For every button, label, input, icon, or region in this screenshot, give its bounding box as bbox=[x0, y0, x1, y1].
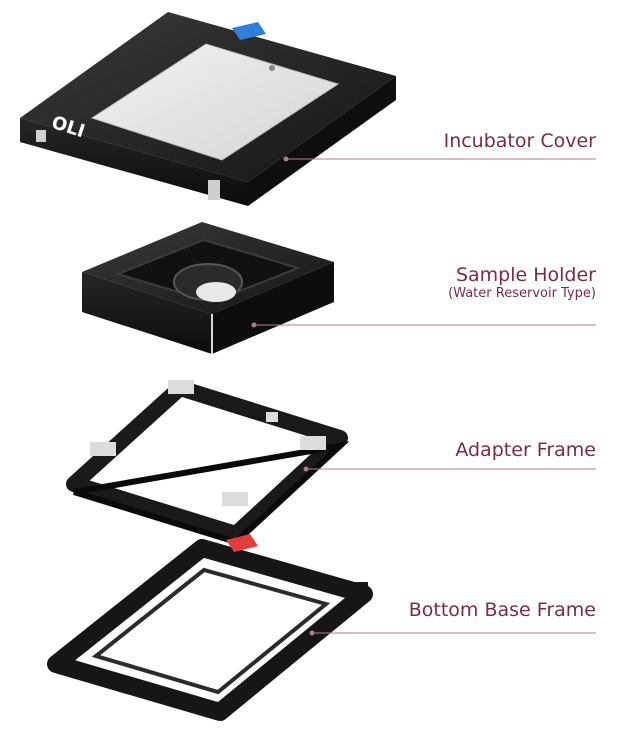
label-bottom-base-frame: Bottom Base Frame bbox=[408, 599, 596, 621]
bottom-base-frame-part bbox=[47, 534, 373, 721]
leader-dot-incubator-cover bbox=[283, 156, 289, 162]
base-red-tab bbox=[226, 534, 258, 552]
sample-holder-part bbox=[82, 222, 334, 354]
callout-adapter-frame: Adapter Frame bbox=[455, 439, 596, 461]
holder-center-glass bbox=[196, 282, 236, 302]
cover-foot-left bbox=[36, 130, 46, 142]
adapter-clip-bottom bbox=[222, 492, 248, 506]
adapter-clip-left bbox=[90, 442, 116, 456]
adapter-clip-mid bbox=[266, 412, 278, 422]
cover-right-side bbox=[248, 76, 396, 206]
base-inner-rail bbox=[91, 567, 331, 695]
adapter-outer-frame bbox=[66, 380, 348, 542]
cover-glass-window bbox=[90, 43, 340, 161]
adapter-clip-right bbox=[300, 436, 326, 450]
holder-front-side bbox=[82, 272, 212, 354]
leader-dot-sample-holder bbox=[251, 322, 257, 328]
incubator-cover-part: OLI bbox=[20, 12, 396, 206]
leader-dot-adapter-frame bbox=[303, 466, 309, 472]
base-latch bbox=[354, 582, 368, 590]
cover-blue-tab bbox=[232, 22, 266, 40]
callout-incubator-cover: Incubator Cover bbox=[444, 130, 596, 152]
cover-foot-right bbox=[208, 180, 220, 200]
leader-dot-bottom-base-frame bbox=[309, 630, 315, 636]
leader-lines bbox=[251, 156, 596, 636]
callout-bottom-base-frame: Bottom Base Frame bbox=[409, 599, 596, 621]
adapter-clip-top bbox=[168, 380, 194, 394]
adapter-frame-shadow bbox=[73, 441, 350, 546]
label-sample-holder: Sample Holder bbox=[455, 264, 596, 286]
label-incubator-cover: Incubator Cover bbox=[443, 130, 596, 152]
cover-screw bbox=[269, 65, 275, 71]
base-outer-frame bbox=[47, 539, 373, 721]
callout-sample-holder: Sample Holder (Water Reservoir Type) bbox=[448, 264, 596, 302]
label-sample-holder-sub: (Water Reservoir Type) bbox=[448, 286, 596, 301]
cover-front-side bbox=[20, 118, 248, 206]
label-adapter-frame: Adapter Frame bbox=[455, 439, 596, 461]
adapter-frame-part bbox=[66, 380, 350, 546]
holder-right-side bbox=[212, 262, 334, 354]
